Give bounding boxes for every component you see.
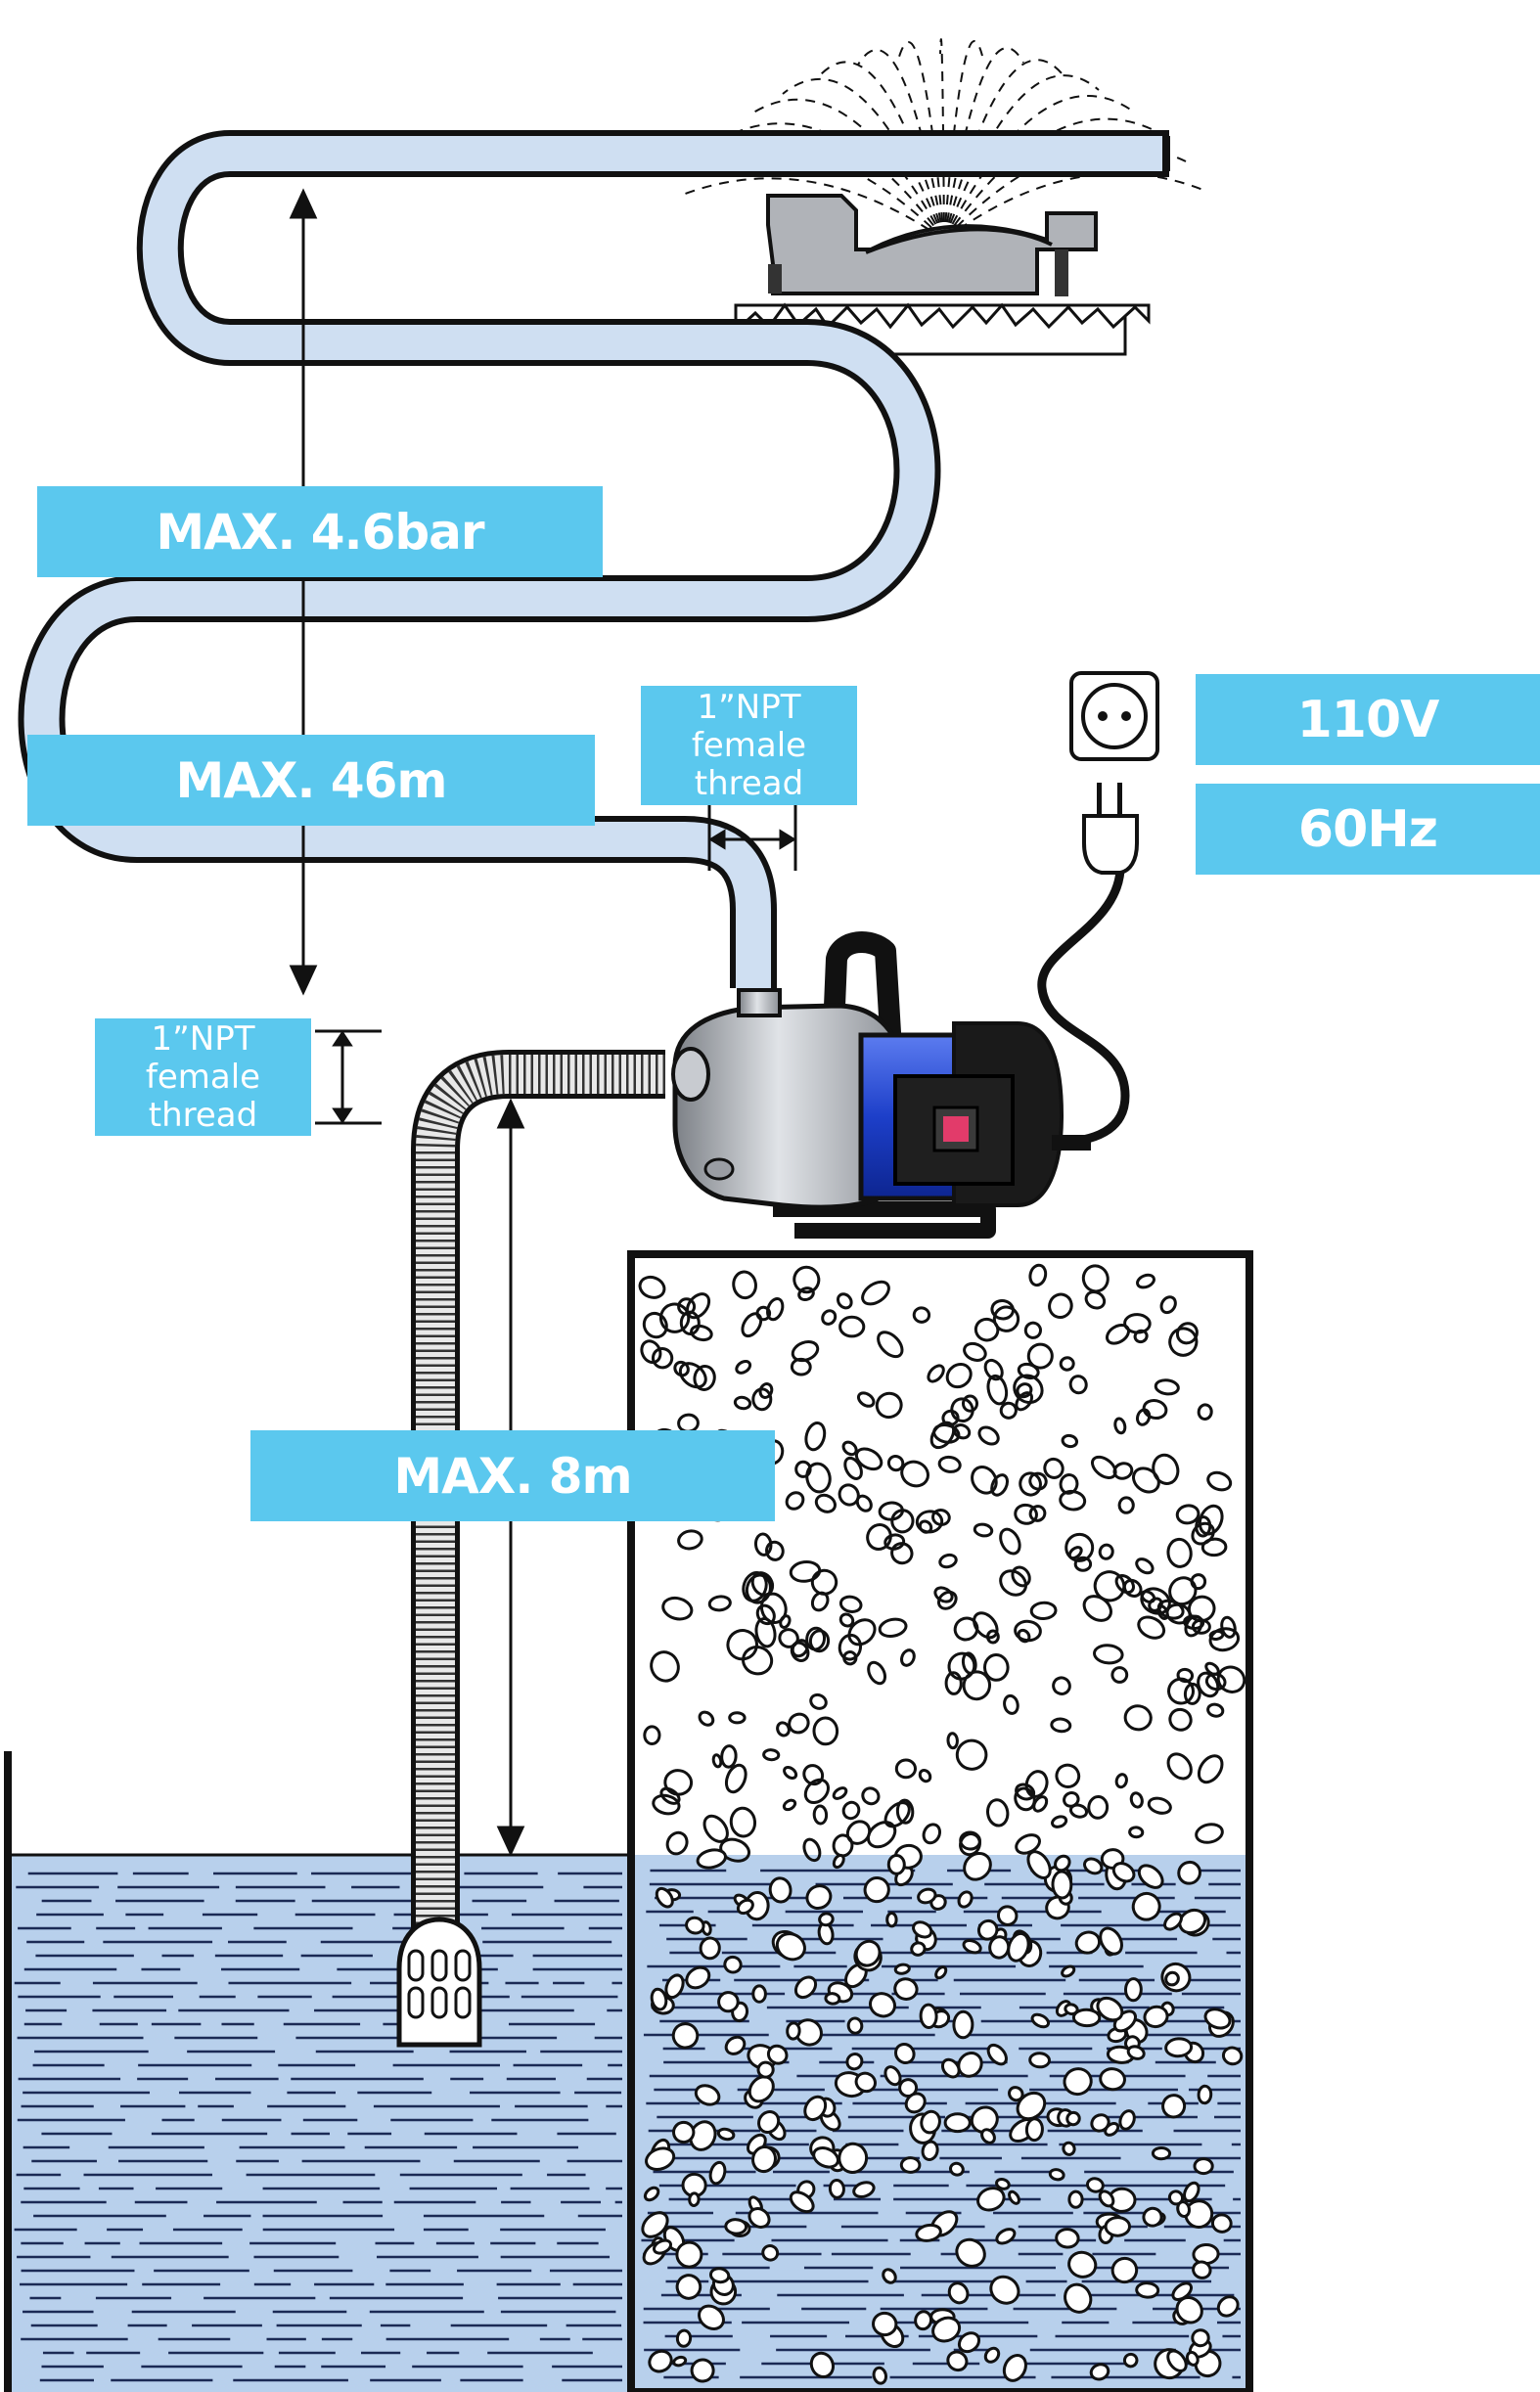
frequency-label: 60Hz	[1196, 784, 1540, 875]
sprinkler-icon	[679, 38, 1206, 356]
discharge-hose	[18, 130, 1170, 988]
inlet-thread-label: 1”NPT female thread	[95, 1018, 311, 1136]
outlet-thread-line-3: thread	[694, 763, 804, 803]
outlet-thread-line-1: 1”NPT	[697, 687, 801, 727]
suction-hose	[411, 1050, 665, 1952]
foot-valve-icon	[396, 1917, 482, 2048]
head-dimension-arrow	[289, 188, 318, 996]
inlet-thread-dimension	[315, 1029, 382, 1125]
jet-pump	[671, 870, 1130, 1239]
inlet-thread-line-2: female	[145, 1057, 261, 1097]
max-suction-label: MAX. 8m	[250, 1430, 775, 1521]
max-head-label: MAX. 46m	[27, 735, 595, 826]
outlet-thread-dimension	[707, 802, 797, 871]
voltage-label: 110V	[1196, 674, 1540, 765]
power-plug-icon	[1082, 783, 1139, 875]
inlet-thread-line-3: thread	[148, 1095, 258, 1135]
inlet-thread-line-1: 1”NPT	[151, 1018, 255, 1059]
wall-socket-icon	[1069, 671, 1159, 761]
max-pressure-label: MAX. 4.6bar	[37, 486, 603, 577]
soil-block	[627, 1250, 1253, 2392]
outlet-thread-line-2: female	[691, 725, 807, 765]
outlet-thread-label: 1”NPT female thread	[641, 686, 857, 805]
